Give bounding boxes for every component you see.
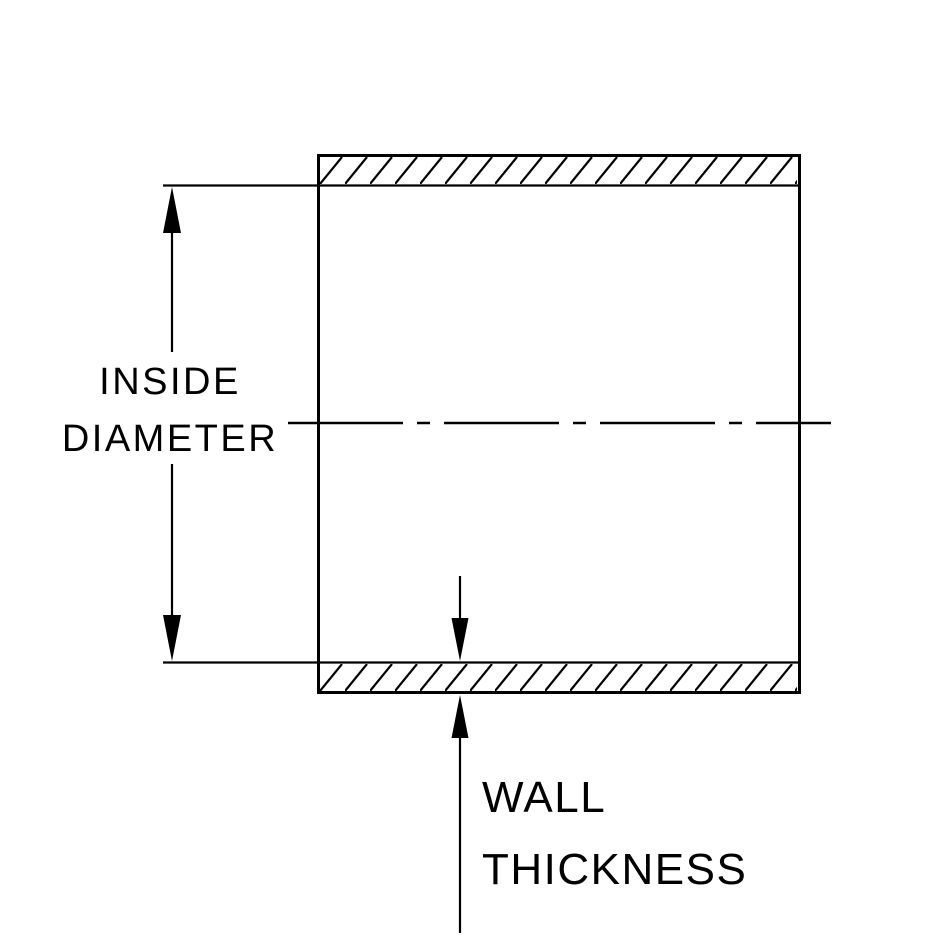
inside-diameter-label-line1: INSIDE bbox=[99, 361, 241, 403]
inside-diameter-arrow-up-icon bbox=[163, 187, 181, 233]
inside-diameter-label-line2: DIAMETER bbox=[62, 418, 278, 460]
wall-thickness-arrow-down-icon bbox=[451, 618, 469, 661]
wall-thickness-label-line2: THICKNESS bbox=[482, 845, 747, 894]
top-wall-hatching bbox=[320, 157, 797, 184]
wall-thickness-arrow-up-icon bbox=[451, 695, 469, 738]
wall-thickness-label-line1: WALL bbox=[482, 773, 606, 822]
inside-diameter-arrow-down-icon bbox=[163, 615, 181, 661]
bottom-wall-hatching bbox=[320, 664, 797, 691]
